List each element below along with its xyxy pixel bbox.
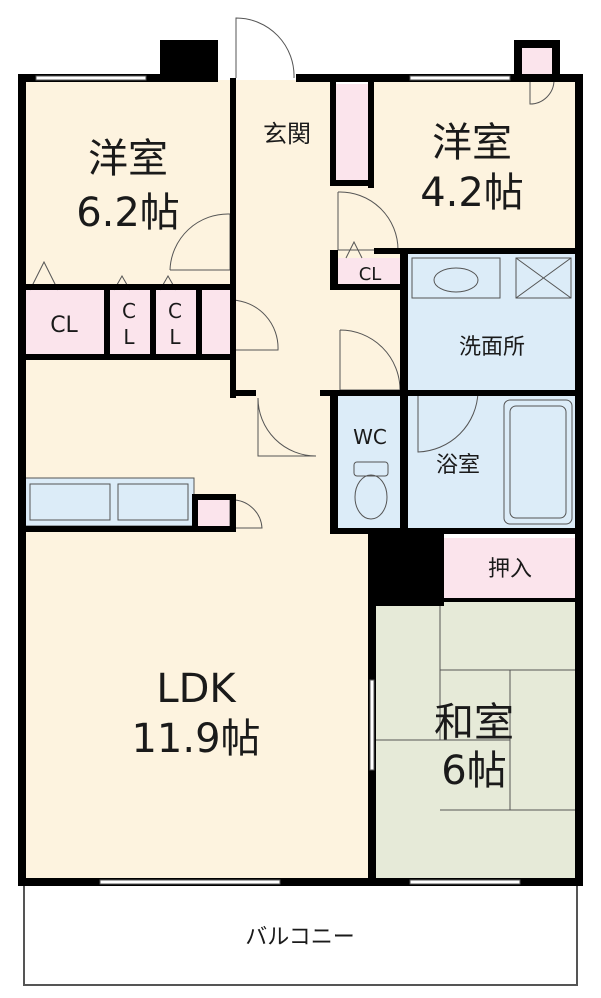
toilet-bowl: [354, 474, 388, 520]
western-room-right-size: 4.2帖: [420, 170, 524, 216]
closet-small-b-label-bottom: L: [169, 325, 181, 349]
closet-main-floor: [24, 290, 104, 355]
bathtub-inner: [509, 405, 567, 519]
western-room-right-name: 洋室: [432, 120, 512, 166]
closet-main-label: CL: [50, 313, 78, 338]
kitchen-sink: [117, 483, 189, 521]
closet-small-a-label-top: C: [122, 299, 136, 323]
western-room-left-size: 6.2帖: [76, 190, 180, 236]
closet-small-a-floor: [108, 290, 150, 355]
western-room-left-name: 洋室: [88, 136, 168, 182]
ldk-name: LDK: [156, 666, 237, 712]
closet-small-a-label-bottom: L: [123, 325, 135, 349]
western-room-left-floor: [24, 80, 234, 285]
washbasin: [411, 257, 501, 299]
balcony-name: バルコニー: [245, 925, 355, 950]
western-room-right-floor: [372, 80, 577, 250]
entrance-floor: [234, 80, 334, 185]
closet-small-b-floor: [154, 290, 196, 355]
kitchen-stove: [29, 483, 111, 521]
washing-machine-cross-b: [515, 257, 572, 299]
pipe-shaft-small: [196, 500, 230, 530]
japanese-room-name: 和室: [434, 700, 514, 746]
ldk-floor-upper: [234, 395, 334, 535]
closet-small-b-label-top: C: [168, 299, 182, 323]
oshiire-floor: [444, 538, 577, 600]
balcony: [23, 884, 578, 986]
bathroom-name: 浴室: [436, 453, 480, 478]
bathtub: [503, 399, 573, 525]
japanese-room-size: 6帖: [441, 748, 506, 794]
closet-right-floor: [336, 258, 400, 286]
toilet-name: WC: [353, 425, 387, 449]
closet-narrow-floor: [200, 290, 230, 355]
entrance-name: 玄関: [263, 120, 311, 148]
windows: [35, 75, 521, 885]
ldk-size: 11.9帖: [131, 716, 260, 762]
toilet-tank: [353, 461, 389, 477]
closet-right-label: CL: [359, 264, 382, 285]
washroom-name: 洗面所: [459, 335, 525, 360]
entrance-shoe-closet-floor: [336, 84, 370, 180]
washing-machine-pan: [515, 257, 572, 299]
washbasin-bowl: [433, 267, 479, 293]
oshiire-name: 押入: [488, 557, 532, 582]
